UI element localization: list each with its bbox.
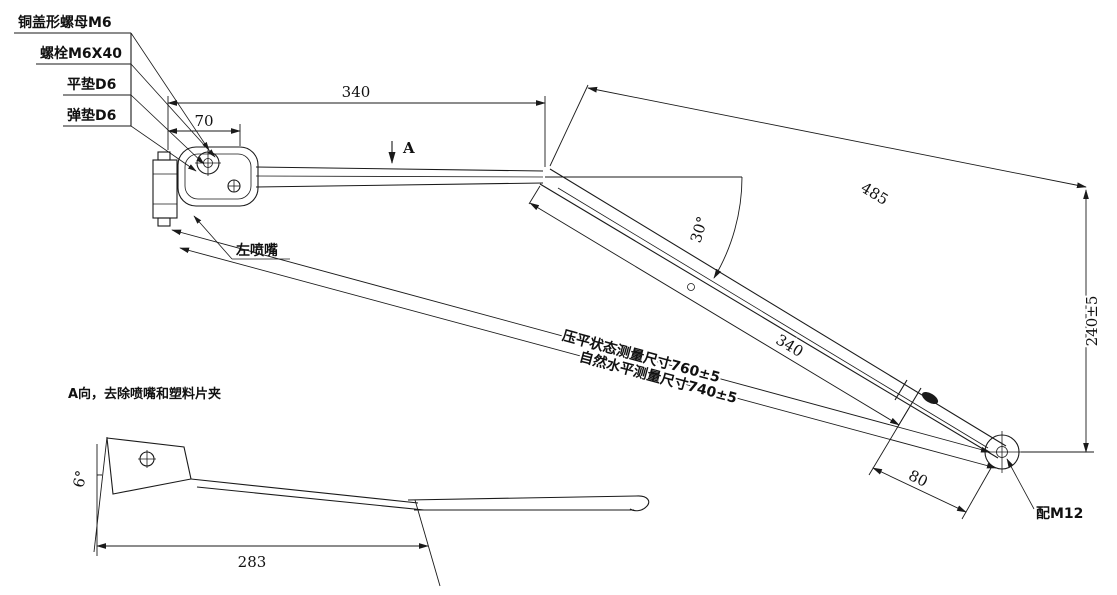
parts-list-item: 平垫D6 — [67, 76, 116, 93]
parts-list: 铜盖形螺母M6 螺栓M6X40 平垫D6 弹垫D6 — [14, 14, 216, 172]
dim-label-view-angle: 6° — [70, 469, 91, 489]
dim-label-height: 240±5 — [1083, 296, 1101, 347]
section-a-marker: A — [388, 139, 415, 165]
parts-list-item: 弹垫D6 — [67, 107, 116, 124]
dim-overall: 压平状态测量尺寸760±5 自然水平测量尺寸740±5 — [171, 229, 997, 469]
dim-label-view-length: 283 — [238, 553, 267, 571]
pivot-head-assembly — [152, 146, 259, 227]
parts-list-item: 螺栓M6X40 — [40, 45, 122, 62]
dim-label-arm-top: 340 — [342, 83, 371, 101]
dim-bend-angle: 30° — [545, 176, 743, 291]
dim-label-bend-angle: 30° — [687, 214, 712, 245]
parts-list-item: 铜盖形螺母M6 — [18, 14, 112, 31]
view-a-hole — [138, 450, 156, 468]
section-a-label: A — [402, 139, 415, 157]
view-a-note: A向，去除喷嘴和塑料片夹 — [68, 386, 221, 402]
nozzle-callout: 左喷嘴 — [193, 215, 290, 260]
dim-label-head-width: 70 — [194, 112, 213, 130]
blade-clip — [894, 379, 939, 409]
dim-label-end-section: 80 — [906, 466, 931, 491]
end-hub — [981, 431, 1023, 473]
dim-arm-top: 340 — [167, 83, 546, 167]
fit-label: 配M12 — [1036, 506, 1083, 522]
blade-tip — [629, 495, 650, 512]
dim-end-section: 80 — [868, 407, 992, 520]
dim-blade-upper: 485 — [549, 84, 1087, 211]
dim-label-blade-upper: 485 — [858, 179, 892, 209]
fit-callout: 配M12 — [1006, 458, 1083, 522]
dim-height: 240±5 — [1021, 189, 1103, 453]
nozzle-label: 左喷嘴 — [235, 242, 278, 259]
pivot-bolt — [195, 150, 221, 176]
parts-list-leader-lines — [130, 32, 216, 172]
dim-head-width: 70 — [167, 112, 241, 146]
wiper-arm — [255, 166, 1023, 473]
view-a: A向，去除喷嘴和塑料片夹 6° 283 — [68, 386, 650, 587]
rivet — [227, 179, 241, 193]
